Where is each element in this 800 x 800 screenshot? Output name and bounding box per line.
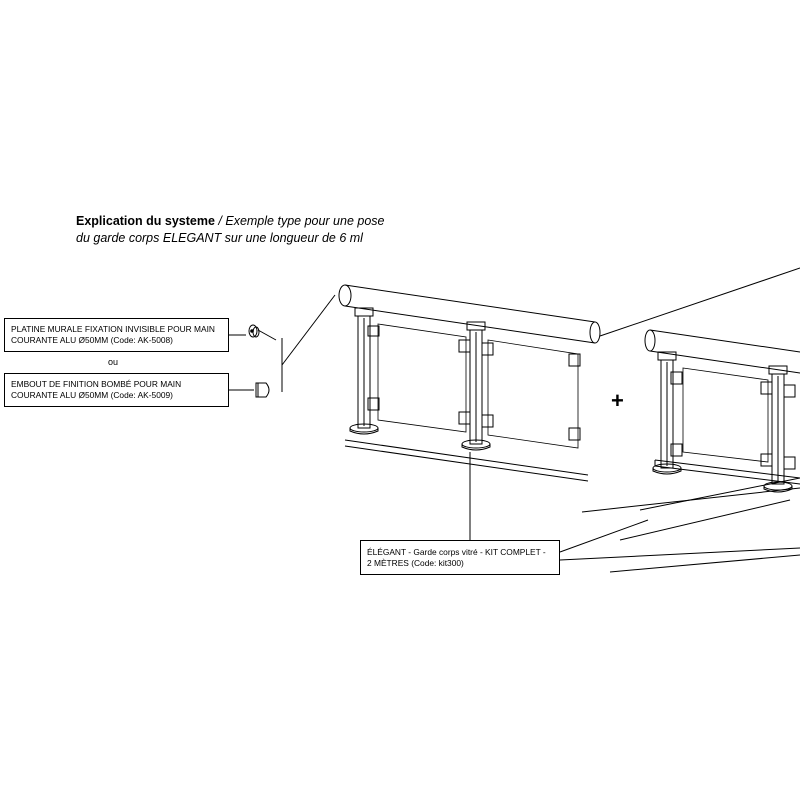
glass-clamps-end <box>568 353 581 441</box>
callout-wall-plate: PLATINE MURALE FIXATION INVISIBLE POUR M… <box>4 318 229 352</box>
glass-panels-left <box>377 323 579 449</box>
leader-lines <box>229 294 800 561</box>
post-1 <box>349 307 380 435</box>
header-separator: / <box>214 214 226 228</box>
callout-end-cap-line2: COURANTE ALU Ø50MM (Code: AK-5009) <box>11 389 173 400</box>
callout-end-cap-line1: EMBOUT DE FINITION BOMBÉ POUR MAIN <box>11 379 182 389</box>
handrail-left <box>338 284 601 344</box>
handrail-right <box>644 329 800 374</box>
end-cap-icon <box>255 382 270 398</box>
post-3 <box>652 351 683 475</box>
header-title: Explication du systeme <box>76 214 215 228</box>
post-2 <box>458 321 494 451</box>
callout-kit-line1: ÉLÉGANT - Garde corps vitré - KIT COMPLE… <box>367 547 546 557</box>
header-subtitle: Exemple type pour une pose <box>225 214 385 228</box>
diagram-header: Explication du systeme / Exemple type po… <box>76 213 385 247</box>
wall-plate-icon <box>248 324 277 341</box>
callout-separator: ou <box>108 357 119 367</box>
post-4 <box>760 365 796 493</box>
callout-wall-plate-line1: PLATINE MURALE FIXATION INVISIBLE POUR M… <box>11 324 215 334</box>
callout-wall-plate-line2: COURANTE ALU Ø50MM (Code: AK-5008) <box>11 334 173 345</box>
perspective-lines <box>581 267 800 573</box>
plus-sign: + <box>611 388 624 413</box>
header-line2: du garde corps ELEGANT sur une longueur … <box>76 231 363 245</box>
callout-kit-line2: 2 MÈTRES (Code: kit300) <box>367 557 464 568</box>
glass-panels-right <box>682 367 769 463</box>
callout-kit: ÉLÉGANT - Garde corps vitré - KIT COMPLE… <box>360 540 560 575</box>
callout-end-cap: EMBOUT DE FINITION BOMBÉ POUR MAIN COURA… <box>4 373 229 407</box>
floor-slab <box>344 439 800 485</box>
